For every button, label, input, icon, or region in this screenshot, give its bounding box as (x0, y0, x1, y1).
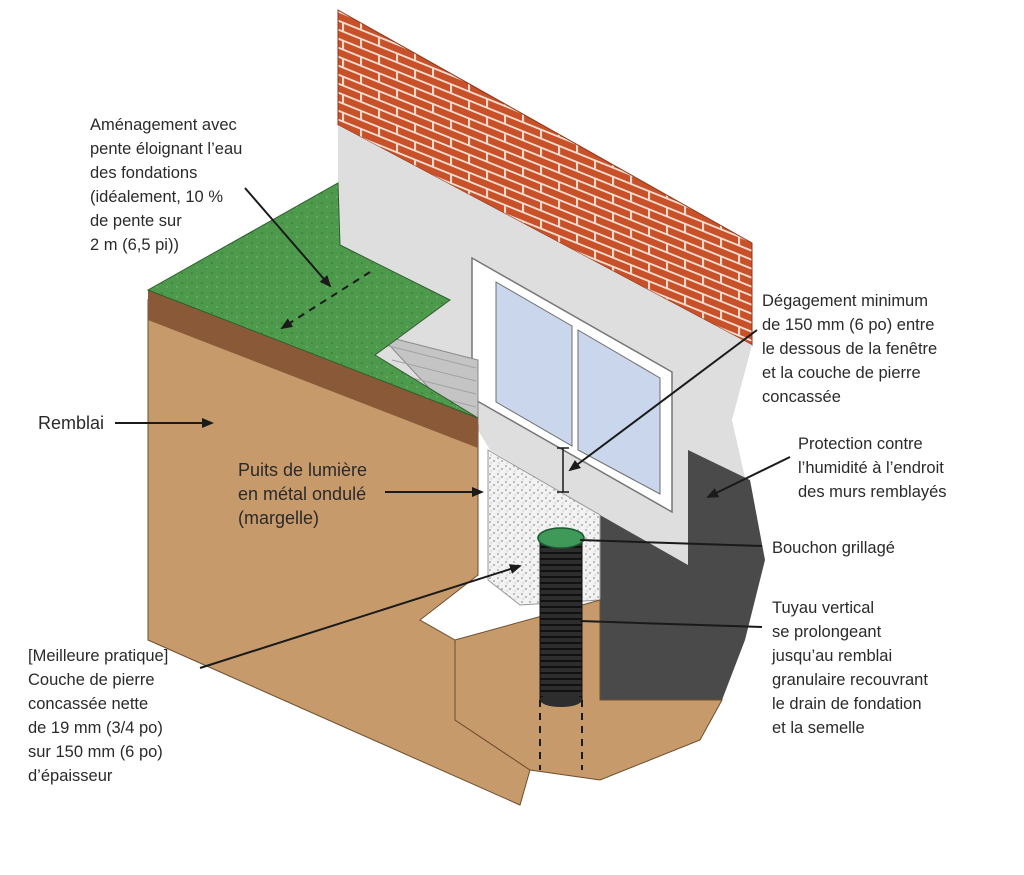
slope-direction-arrow (280, 271, 371, 330)
topsoil-layer (148, 290, 478, 448)
label-grated-cap: Bouchon grillagé (772, 539, 895, 557)
label-best-practice: [Meilleure pratique] Couche de pierre co… (28, 647, 169, 785)
label-vertical-pipe: Tuyau vertical se prolongeant jusqu’au r… (772, 599, 928, 737)
basement-window-glass-right (577, 329, 661, 495)
label-window-well: Puits de lumière en métal ondulé (margel… (238, 460, 368, 528)
label-backfill: Remblai (38, 413, 105, 433)
pipe-bottom-ellipse (540, 693, 582, 707)
grated-cap-leader (579, 539, 763, 547)
label-clearance: Dégagement minimum de 150 mm (6 po) entr… (762, 292, 938, 406)
dampproofing-leader (706, 456, 791, 498)
label-landscaping: Aménagement avec pente éloignant l’eau d… (90, 116, 243, 254)
clearance-leader (568, 329, 758, 472)
basement-window-glass-left (495, 281, 573, 447)
best-practice-leader (199, 564, 522, 669)
dampproofing-layer (600, 450, 765, 700)
backfill-soil-lower (454, 599, 723, 781)
landscaping-leader (244, 187, 332, 288)
vertical-pipe-leader (579, 620, 763, 628)
grass-surface (146, 182, 479, 419)
label-dampproofing: Protection contre l’humidité à l’endroit… (798, 435, 947, 501)
grated-cap-icon (537, 527, 585, 549)
vertical-drain-pipe (539, 539, 583, 701)
